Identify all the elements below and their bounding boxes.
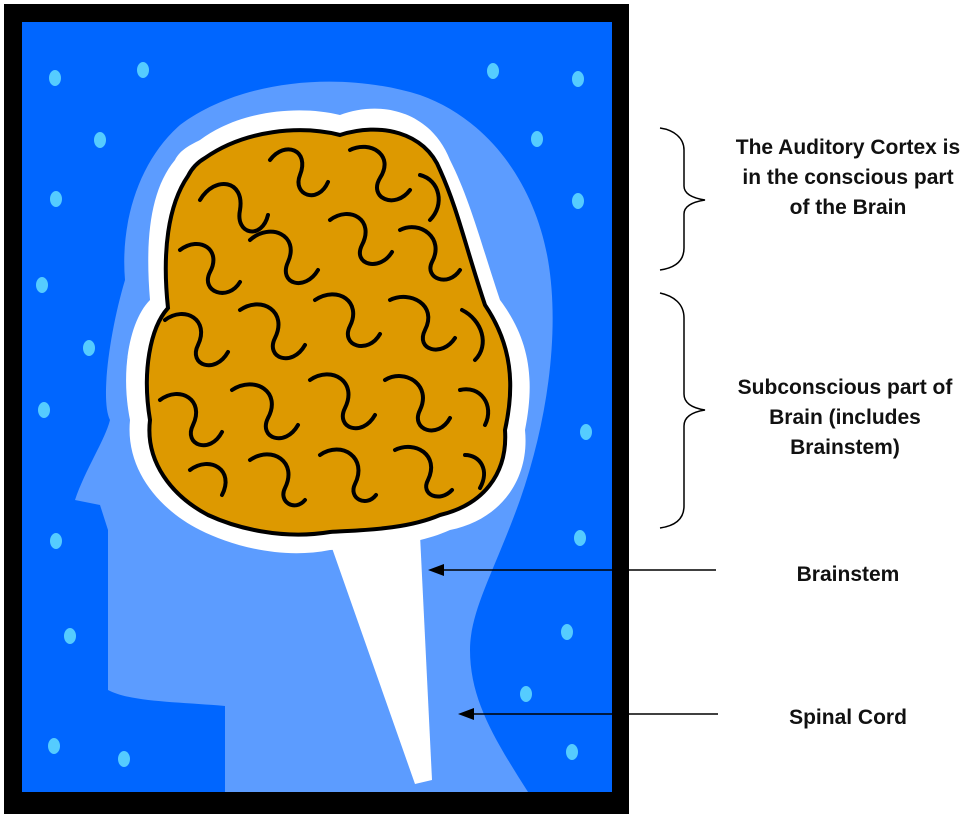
label-spinal-cord: Spinal Cord <box>748 703 948 733</box>
bracket-conscious <box>660 128 705 270</box>
label-brainstem: Brainstem <box>748 560 948 590</box>
label-subconscious-brain: Subconscious part of Brain (includes Bra… <box>720 373 970 463</box>
label-auditory-cortex: The Auditory Cortex is in the conscious … <box>732 133 964 223</box>
bracket-subconscious <box>660 293 705 528</box>
